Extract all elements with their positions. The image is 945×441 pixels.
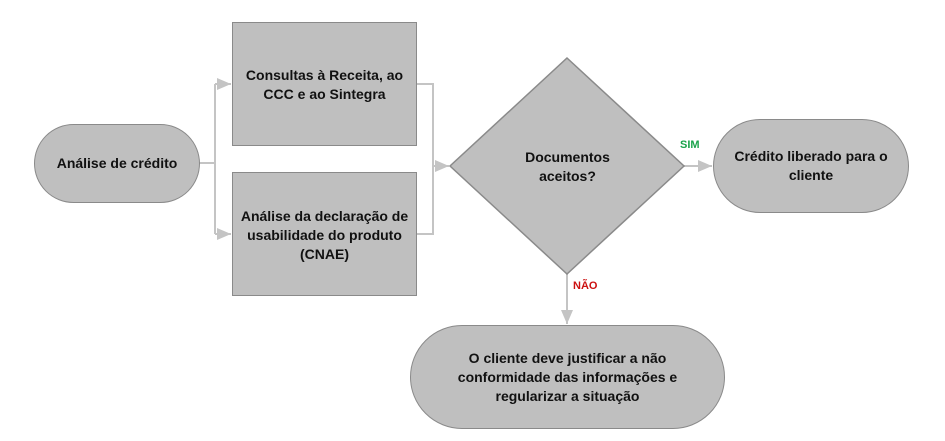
rejected-node: O cliente deve justificar a não conformi… — [410, 325, 725, 429]
decision-diamond — [448, 56, 686, 276]
approved-label: Crédito liberado para o cliente — [734, 148, 888, 183]
decision-label: Documentos aceitos? — [525, 149, 610, 184]
yes-label: SIM — [680, 139, 700, 151]
decision-node: Documentos aceitos? — [510, 146, 625, 188]
cnae-check-node: Análise da declaração de usabilidade do … — [232, 172, 417, 296]
receita-check-label: Consultas à Receita, ao CCC e ao Sintegr… — [245, 67, 404, 102]
no-label: NÃO — [573, 280, 598, 292]
receita-check-node: Consultas à Receita, ao CCC e ao Sintegr… — [232, 22, 417, 146]
rejected-label: O cliente deve justificar a não conformi… — [457, 349, 678, 404]
connector-start-split — [199, 84, 216, 234]
connector-merge — [416, 83, 434, 235]
start-label: Análise de crédito — [56, 155, 178, 171]
start-node: Análise de crédito — [34, 124, 200, 203]
approved-node: Crédito liberado para o cliente — [713, 119, 909, 213]
cnae-check-label: Análise da declaração de usabilidade do … — [240, 208, 409, 262]
